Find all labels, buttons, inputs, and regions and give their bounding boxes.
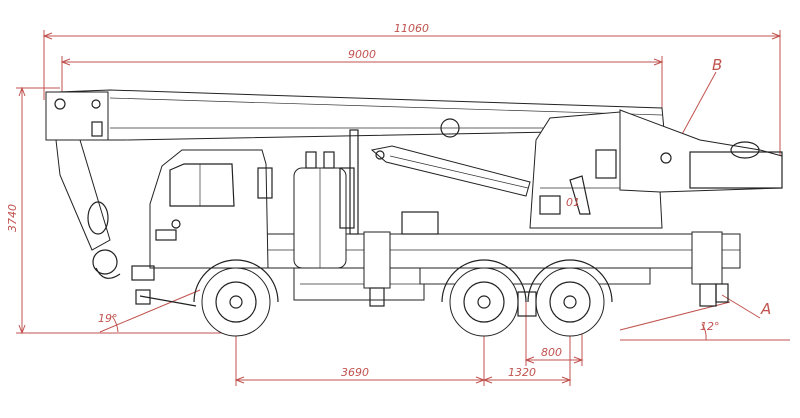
axle-suspension [135,289,537,317]
mast [349,129,439,235]
rear-wheel-2 [527,259,613,337]
overall-length-label: 11060 [394,22,429,35]
wheelbase-rear-label: 1320 [508,366,536,379]
axle-spacing-label: 800 [541,346,562,359]
front-angle-label: 19° [98,312,118,325]
lift-cylinder [370,145,531,197]
point-a-label: A [760,300,771,318]
front-wheel [193,259,279,337]
crane-boom [45,89,665,279]
rear-wheel-1 [441,259,527,337]
truck-cab [131,149,273,281]
svg-text:01: 01 [566,196,580,209]
tanks [293,151,355,269]
crane-turntable: 01 [529,109,783,229]
rear-angle-label: 12° [700,320,720,333]
dimension-lines [16,30,790,386]
wheelbase-front-label: 3690 [341,366,369,379]
height-label: 3740 [6,204,19,232]
outriggers [363,231,729,307]
point-b-label: B [712,56,722,74]
boom-length-label: 9000 [348,48,376,61]
